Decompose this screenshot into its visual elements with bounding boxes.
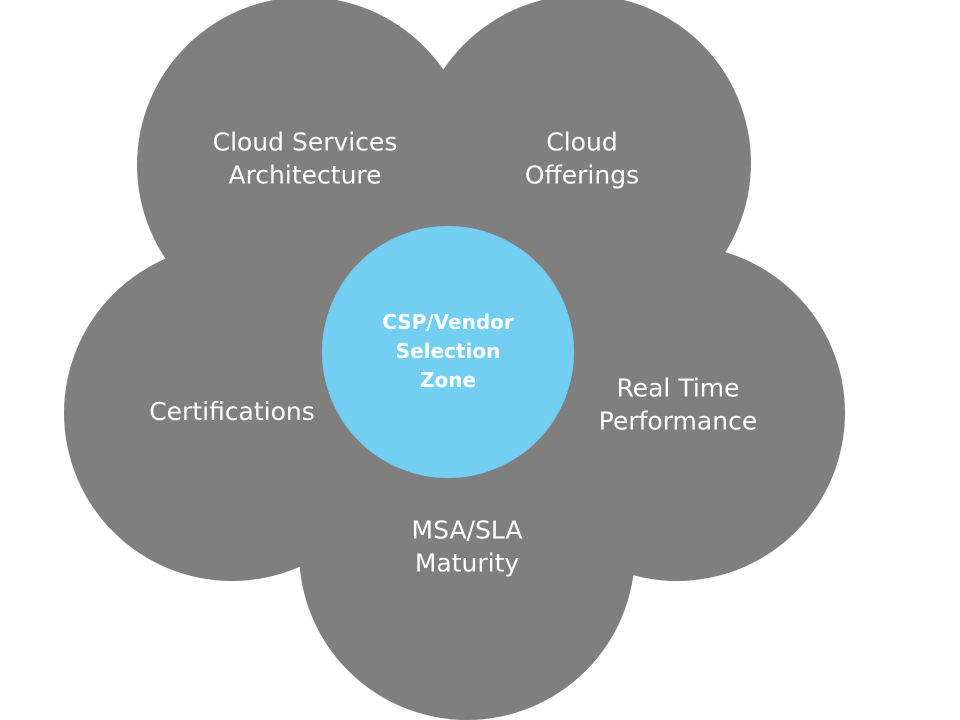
center-label-line: Selection: [396, 339, 501, 363]
petal-certifications-label: Certifications: [149, 397, 315, 426]
petal-cloud-offerings-label-line: Cloud: [546, 128, 617, 157]
petal-msa-sla-maturity-label-line: MSA/SLA: [412, 516, 523, 545]
petal-real-time-performance-label-line: Real Time: [616, 374, 739, 403]
petal-real-time-performance-label-line: Performance: [599, 407, 757, 436]
petal-cloud-services-architecture-label-line: Architecture: [228, 161, 381, 190]
petal-cloud-offerings-label-line: Offerings: [525, 161, 639, 190]
center-layer: [322, 226, 574, 478]
petal-certifications-shape: [64, 245, 400, 581]
petals-layer: [64, 0, 845, 720]
petal-cloud-services-architecture-label-line: Cloud Services: [213, 128, 398, 157]
petal-certifications-label-line: Certifications: [149, 397, 315, 426]
petal-msa-sla-maturity-label-line: Maturity: [415, 549, 520, 578]
center-label-line: CSP/Vendor: [382, 310, 514, 334]
center-label-line: Zone: [420, 368, 476, 392]
petal-msa-sla-maturity-label: MSA/SLA Maturity: [412, 516, 523, 578]
center-circle: [322, 226, 574, 478]
